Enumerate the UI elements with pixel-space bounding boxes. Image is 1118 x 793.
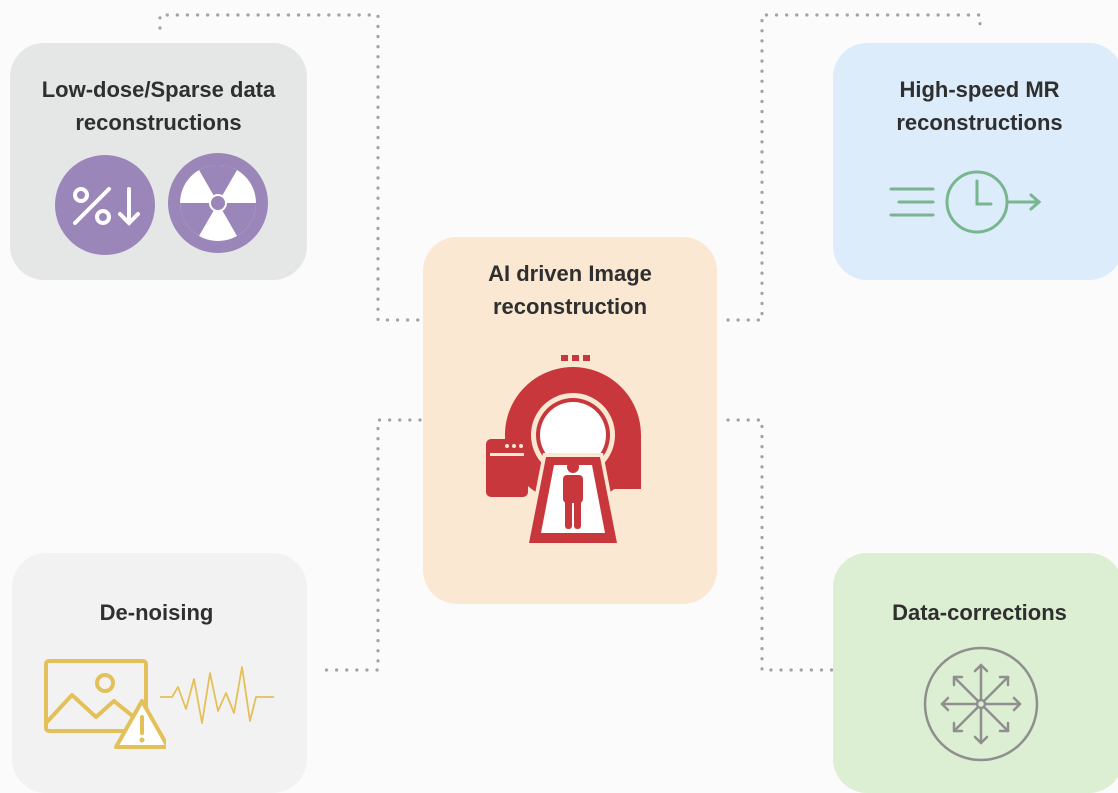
card-low-dose: Low-dose/Sparse data reconstructions	[10, 43, 307, 280]
card-high-speed-mr: High-speed MR reconstructions	[833, 43, 1118, 280]
noise-wave-icon	[160, 666, 274, 724]
connector-top-left	[158, 13, 422, 322]
fast-clock-icon	[889, 170, 1042, 234]
card-ai-reconstruction-title: AI driven Image reconstruction	[488, 261, 652, 319]
card-data-corrections-title: Data-corrections	[892, 600, 1067, 625]
card-de-noising-title: De-noising	[99, 600, 214, 625]
card-ai-reconstruction: AI driven Image reconstruction	[423, 237, 717, 604]
card-low-dose-title: Low-dose/Sparse data reconstructions	[41, 77, 276, 135]
card-de-noising: De-noising	[12, 553, 307, 793]
image-warning-icon	[44, 659, 166, 749]
mri-scanner-icon	[486, 355, 641, 545]
card-data-corrections: Data-corrections	[833, 553, 1118, 793]
connector-bottom-left	[316, 418, 422, 672]
expand-arrows-icon	[923, 646, 1039, 762]
connector-bottom-right	[726, 418, 834, 672]
radiation-icon	[168, 153, 268, 253]
card-high-speed-mr-title: High-speed MR reconstructions	[896, 77, 1063, 135]
percent-down-icon	[55, 155, 155, 255]
